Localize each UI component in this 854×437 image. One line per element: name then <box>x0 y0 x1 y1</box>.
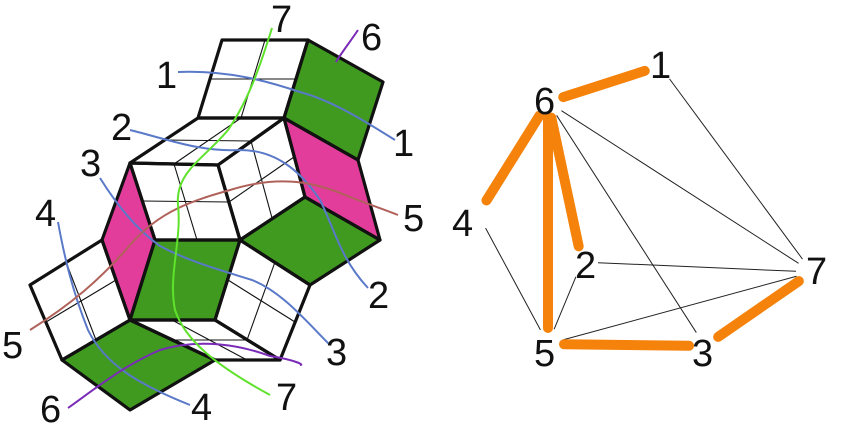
graph-node-5: 5 <box>534 333 555 375</box>
label-5-left: 5 <box>2 325 23 367</box>
graph-edge-6-3 <box>556 115 697 333</box>
strand-1 <box>177 70 396 141</box>
label-1-right: 1 <box>393 123 414 165</box>
strand-5 <box>29 180 399 331</box>
green-rhombus-center <box>130 240 240 320</box>
graph-node-3: 3 <box>692 333 713 375</box>
label-3-left: 3 <box>80 143 101 185</box>
graph-edge-6-4 <box>481 110 545 206</box>
graph-edge-6-2 <box>546 112 584 252</box>
strand-7 <box>172 27 273 396</box>
tiling-labels: 7 6 1 1 2 3 5 4 2 5 3 7 6 4 <box>2 0 424 431</box>
label-2-right: 2 <box>368 275 389 317</box>
label-7-bottom: 7 <box>276 377 297 419</box>
graph-edge-5-7 <box>563 275 797 341</box>
label-7-top: 7 <box>271 0 292 41</box>
graph-edge-3-7 <box>713 276 804 342</box>
graph-node-2: 2 <box>575 245 596 287</box>
graph-edge-6-1 <box>558 65 650 103</box>
label-4-left: 4 <box>35 193 56 235</box>
label-1-left: 1 <box>156 55 177 97</box>
strand-6 <box>67 342 303 409</box>
graph-nodes: 1 2 3 4 5 6 7 <box>452 45 827 375</box>
graph: 1 2 3 4 5 6 7 <box>452 45 827 375</box>
strand-3 <box>99 177 331 346</box>
label-2-left: 2 <box>111 107 132 149</box>
strand-6-top <box>335 29 359 63</box>
label-5-right: 5 <box>403 198 424 240</box>
strand-2 <box>129 129 369 289</box>
graph-edge-6-7 <box>561 110 799 264</box>
graph-edge-5-3 <box>558 339 695 351</box>
label-4-bottom: 4 <box>191 387 212 429</box>
rhombus-tiling: 7 6 1 1 2 3 5 4 2 5 3 7 6 4 <box>2 0 424 431</box>
label-6-top: 6 <box>361 17 382 59</box>
tiling-edges <box>28 38 385 412</box>
tiling-strands <box>29 27 399 409</box>
strand-4 <box>57 221 191 406</box>
graph-node-4: 4 <box>452 203 473 245</box>
graph-edge-4-5 <box>485 227 541 331</box>
label-3-right: 3 <box>326 332 347 374</box>
graph-node-1: 1 <box>650 45 671 87</box>
graph-edge-2-7 <box>597 262 797 272</box>
graph-node-7: 7 <box>806 251 827 293</box>
label-6-bottom: 6 <box>40 389 61 431</box>
graph-edges <box>481 65 804 351</box>
green-rhombus-top <box>284 40 383 160</box>
magenta-rhombus-right <box>284 118 380 240</box>
graph-node-6: 6 <box>534 81 555 123</box>
green-rhombus-right <box>240 197 380 285</box>
graph-edge-1-7 <box>669 78 803 260</box>
graph-edge-2-5 <box>553 276 577 330</box>
